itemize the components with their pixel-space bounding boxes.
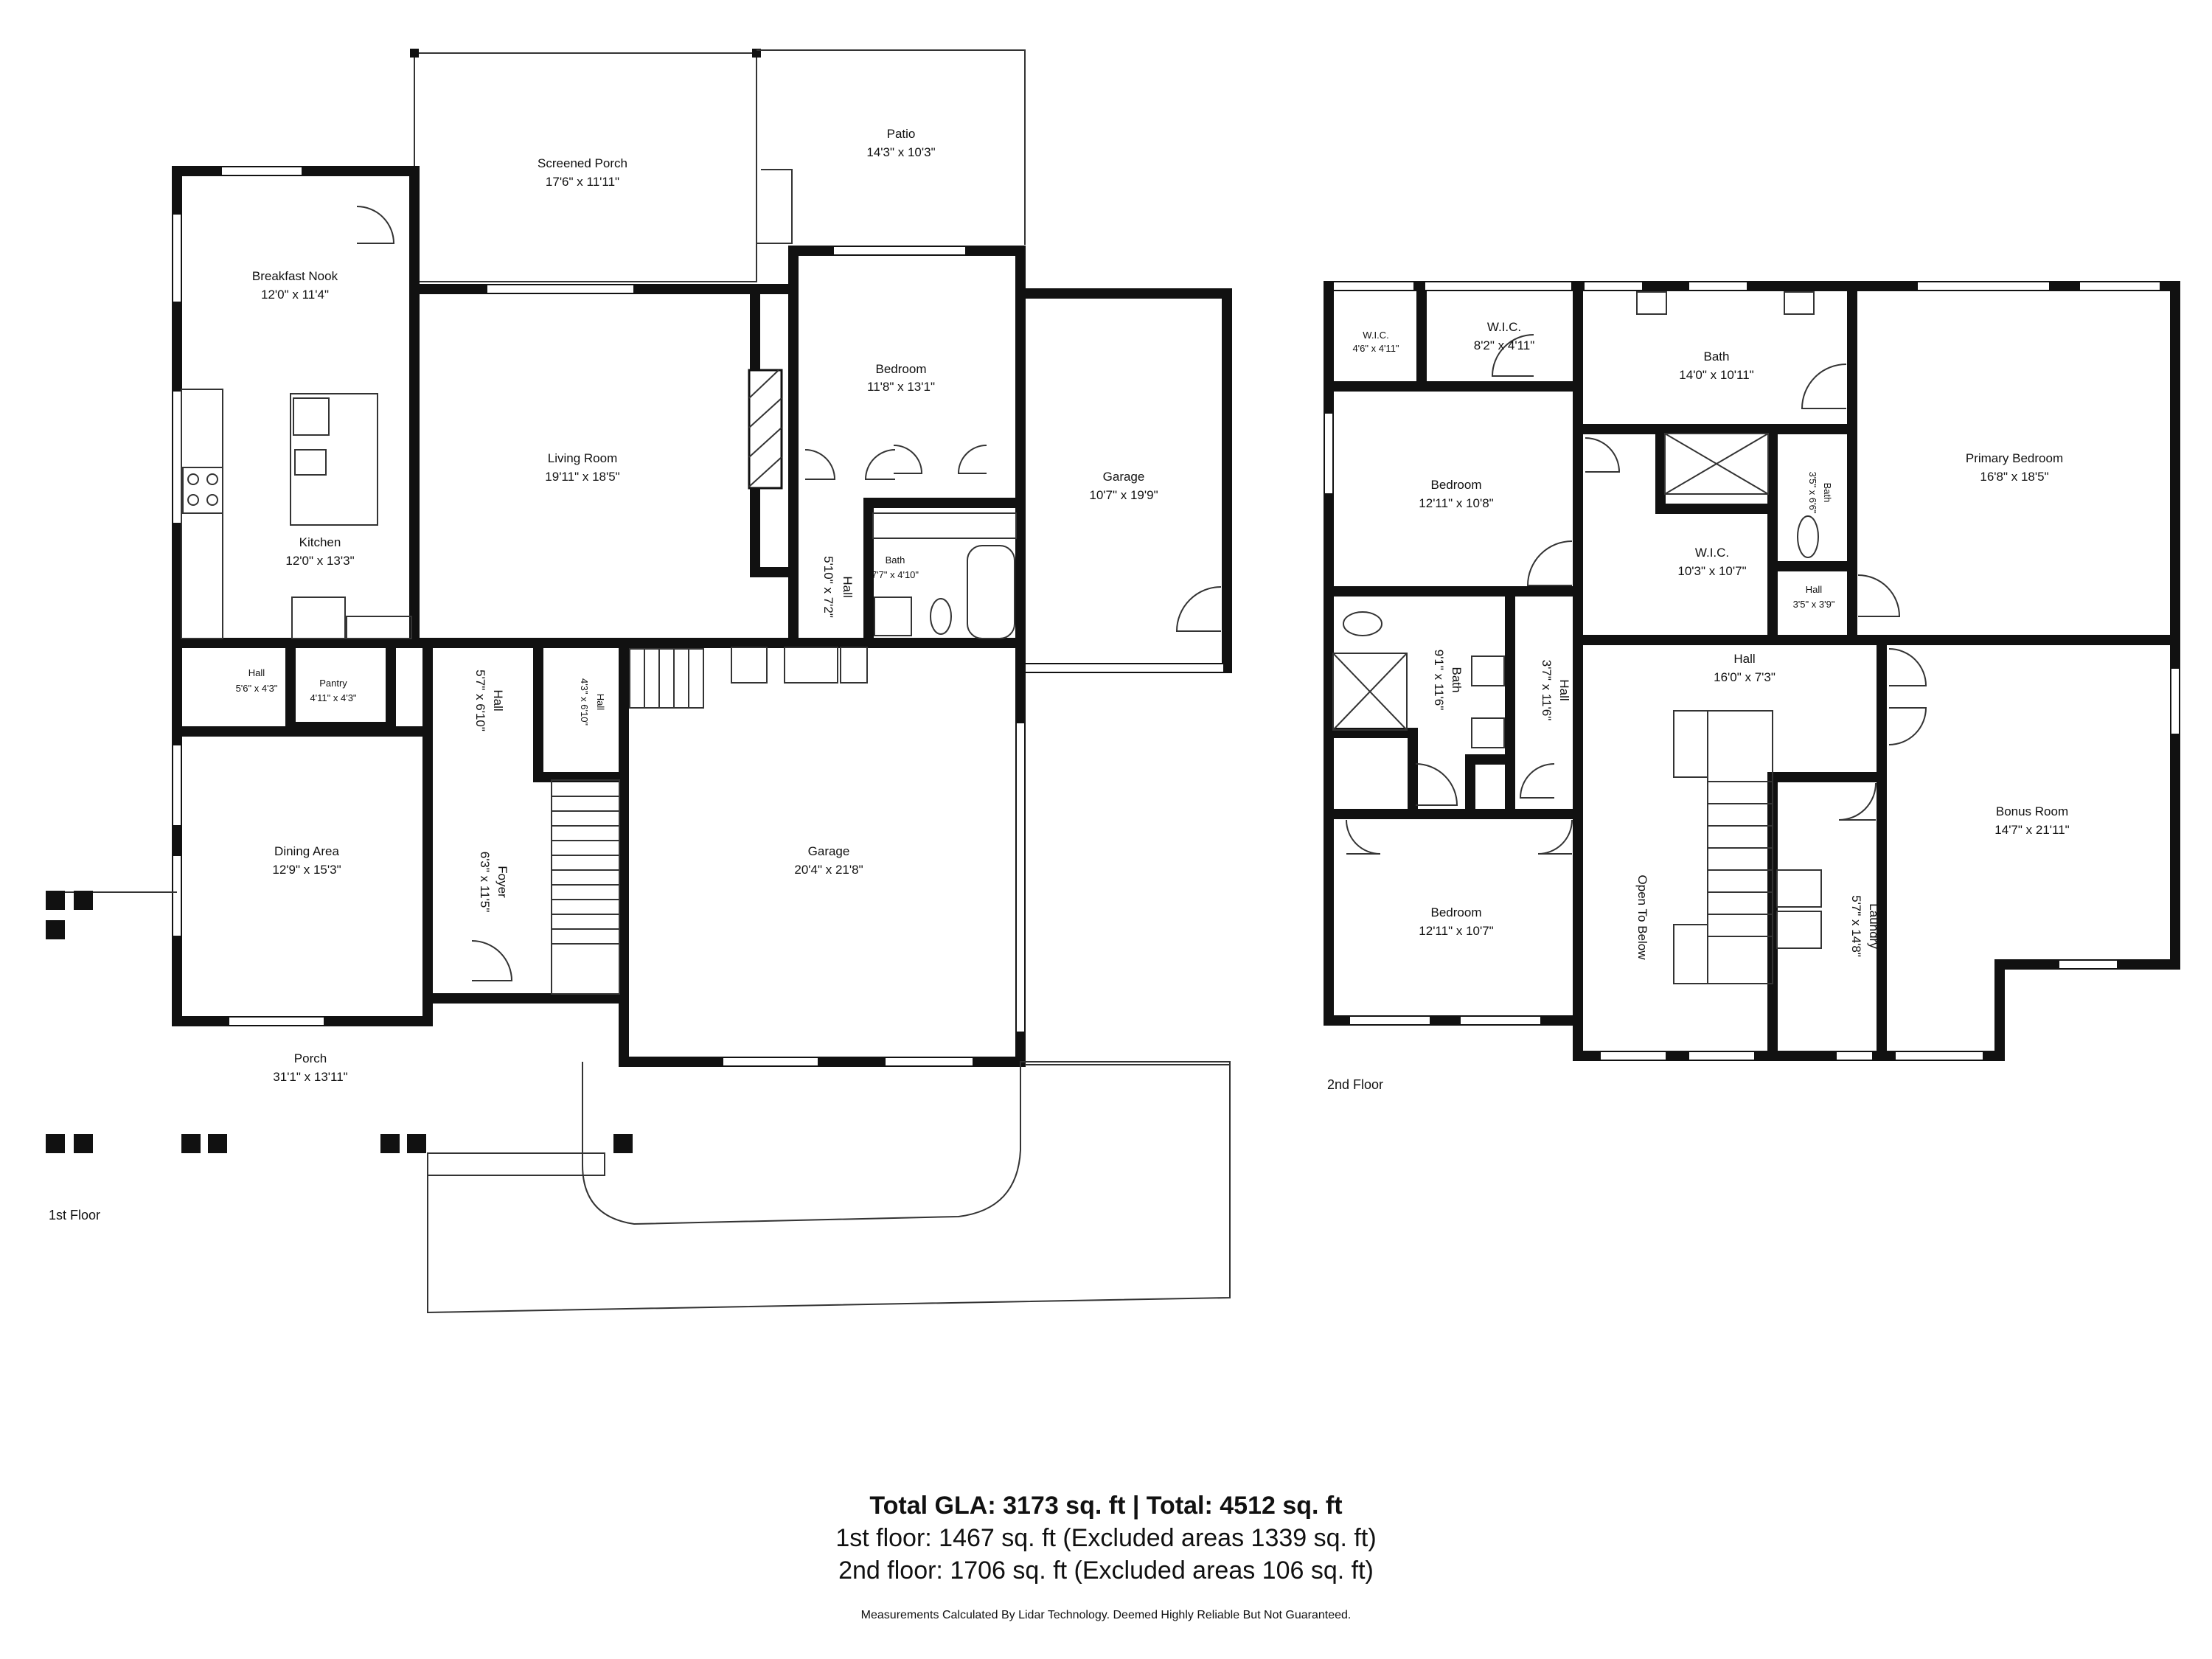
sink-icon	[874, 597, 912, 636]
room-label: Open To Below	[1635, 875, 1649, 961]
room-label: Hall	[1557, 679, 1571, 700]
first-floor-labels: Screened Porch 17'6" x 11'11" Patio 14'3…	[49, 127, 1158, 1222]
room-dims: 12'9" x 15'3"	[272, 863, 341, 877]
room-label: W.I.C.	[1363, 330, 1388, 341]
room-label: Foyer	[495, 866, 509, 898]
room-dims: 3'5" x 3'9"	[1793, 599, 1835, 610]
room-label: Hall	[841, 576, 855, 597]
room-dims: 12'11" x 10'8"	[1419, 496, 1493, 510]
room-label: Primary Bedroom	[1966, 451, 2063, 465]
room-label: Living Room	[548, 451, 618, 465]
sink-icon	[294, 449, 327, 476]
first-floor-area: 1st floor: 1467 sq. ft (Excluded areas 1…	[835, 1524, 1377, 1552]
fireplace-icon	[748, 369, 783, 490]
shower-icon	[1332, 653, 1408, 731]
room-label: Hall	[248, 667, 265, 678]
shower-icon	[1664, 433, 1769, 495]
second-floor-labels: W.I.C. 4'6" x 4'11" W.I.C. 8'2" x 4'11" …	[1327, 320, 2070, 1092]
room-dims: 3'7" x 11'6"	[1540, 660, 1554, 721]
stairs-icon	[1673, 710, 1773, 984]
room-dims: 4'6" x 4'11"	[1352, 343, 1399, 354]
room-label: Bath	[886, 554, 905, 566]
disclaimer: Measurements Calculated By Lidar Technol…	[860, 1609, 1352, 1621]
bathtub-icon	[967, 545, 1015, 639]
second-floor-area: 2nd floor: 1706 sq. ft (Excluded areas 1…	[838, 1557, 1374, 1585]
room-dims: 10'3" x 10'7"	[1677, 564, 1746, 578]
room-label: Screened Porch	[538, 156, 627, 170]
room-label: Hall	[491, 689, 505, 711]
washer-icon	[1776, 869, 1822, 908]
room-dims: 6'3" x 11'5"	[478, 852, 492, 913]
floor-label-1: 1st Floor	[49, 1208, 100, 1222]
room-dims: 14'3" x 10'3"	[866, 145, 935, 159]
dryer-icon	[1776, 911, 1822, 949]
room-dims: 20'4" x 21'8"	[794, 863, 863, 877]
room-dims: 12'0" x 11'4"	[261, 288, 329, 302]
toilet-icon	[1797, 515, 1819, 558]
room-dims: 5'7" x 6'10"	[473, 669, 487, 731]
room-dims: 5'10" x 7'2"	[821, 556, 835, 618]
room-dims: 9'1" x 11'6"	[1432, 650, 1446, 711]
room-label: W.I.C.	[1487, 320, 1521, 334]
second-floor-plan	[1324, 281, 2180, 1061]
room-dims: 5'7" x 14'8"	[1849, 895, 1863, 957]
room-dims: 8'2" x 4'11"	[1474, 338, 1535, 352]
room-dims: 3'5" x 6'6"	[1807, 472, 1818, 514]
room-label: Bonus Room	[1996, 804, 2068, 818]
room-dims: 7'7" x 4'10"	[872, 569, 919, 580]
room-label: Patio	[887, 127, 916, 141]
total-area: Total GLA: 3173 sq. ft | Total: 4512 sq.…	[869, 1492, 1343, 1520]
front-steps	[427, 1152, 605, 1176]
toilet-icon	[930, 598, 952, 635]
area-summary: Total GLA: 3173 sq. ft | Total: 4512 sq.…	[0, 1489, 2212, 1622]
driveway-outline	[427, 1061, 1231, 1314]
room-dims: 31'1" x 13'11"	[273, 1070, 347, 1084]
room-label: W.I.C.	[1695, 546, 1729, 560]
floor-label-2: 2nd Floor	[1327, 1077, 1383, 1092]
room-dims: 14'7" x 21'11"	[1994, 823, 2069, 837]
room-dims: 4'11" x 4'3"	[310, 692, 356, 703]
room-label: Dining Area	[274, 844, 339, 858]
kitchen-island	[290, 393, 378, 526]
room-label: Bath	[1450, 667, 1464, 693]
room-label: Bath	[1822, 483, 1833, 503]
room-dims: 12'0" x 13'3"	[285, 554, 354, 568]
room-label: Garage	[808, 844, 850, 858]
room-label: Hall	[595, 694, 606, 711]
room-label: Bedroom	[1431, 905, 1482, 919]
room-label: Porch	[294, 1051, 327, 1065]
room-dims: 16'0" x 7'3"	[1714, 670, 1775, 684]
room-label: Bath	[1704, 349, 1730, 364]
first-floor-plan	[46, 49, 1232, 1314]
room-label: Pantry	[319, 678, 347, 689]
first-floor-exterior-wall	[172, 166, 1026, 1067]
room-dims: 16'8" x 18'5"	[1980, 470, 2048, 484]
room-label: Bedroom	[1431, 478, 1482, 492]
room-dims: 12'11" x 10'7"	[1419, 924, 1493, 938]
room-label: Garage	[1103, 470, 1145, 484]
room-dims: 19'11" x 18'5"	[545, 470, 619, 484]
room-label: Kitchen	[299, 535, 341, 549]
room-dims: 5'6" x 4'3"	[236, 683, 278, 694]
room-dims: 11'8" x 13'1"	[867, 380, 935, 394]
room-dims: 10'7" x 19'9"	[1089, 488, 1158, 502]
room-label: Laundry	[1867, 903, 1881, 949]
stairs-icon	[629, 648, 704, 709]
room-dims: 4'3" x 6'10"	[579, 678, 590, 726]
patio-outline	[757, 49, 1026, 245]
room-label: Hall	[1733, 652, 1755, 666]
toilet-icon	[1343, 611, 1382, 636]
room-dims: 17'6" x 11'11"	[546, 175, 619, 189]
stove-icon	[182, 467, 223, 514]
porch-columns	[46, 891, 633, 1153]
stairs-icon	[551, 779, 620, 995]
room-label: Bedroom	[876, 362, 927, 376]
room-label: Breakfast Nook	[252, 269, 338, 283]
room-dims: 14'0" x 10'11"	[1679, 368, 1753, 382]
room-label: Hall	[1806, 584, 1823, 595]
